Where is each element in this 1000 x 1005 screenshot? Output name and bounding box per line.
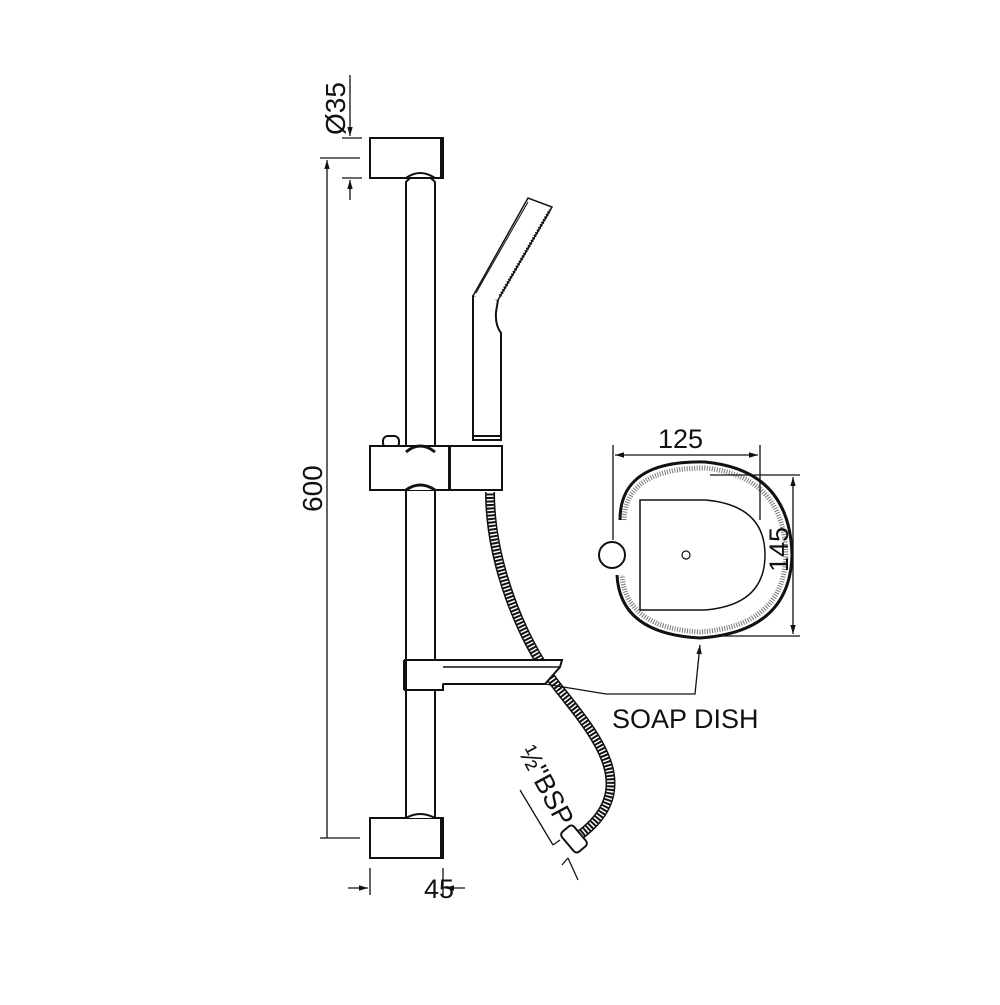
handset-slider [369, 435, 503, 492]
top-wall-bracket [369, 137, 444, 179]
soap-dish-label: SOAP DISH [612, 704, 759, 734]
dim-dish-width-label: 125 [658, 424, 703, 454]
soap-dish-leader [544, 644, 702, 695]
hose-nut [560, 824, 588, 854]
soap-dish-side [403, 659, 564, 691]
dim-diameter-label: Ø35 [320, 82, 351, 135]
dim-dish-depth-label: 145 [764, 527, 794, 572]
dim-width-label: 45 [424, 874, 454, 904]
hand-shower [472, 197, 554, 441]
connection-size-label: ½"BSP [513, 741, 580, 831]
dim-height-label: 600 [297, 465, 328, 512]
bottom-wall-bracket [369, 817, 444, 859]
slide-rail [405, 173, 436, 830]
